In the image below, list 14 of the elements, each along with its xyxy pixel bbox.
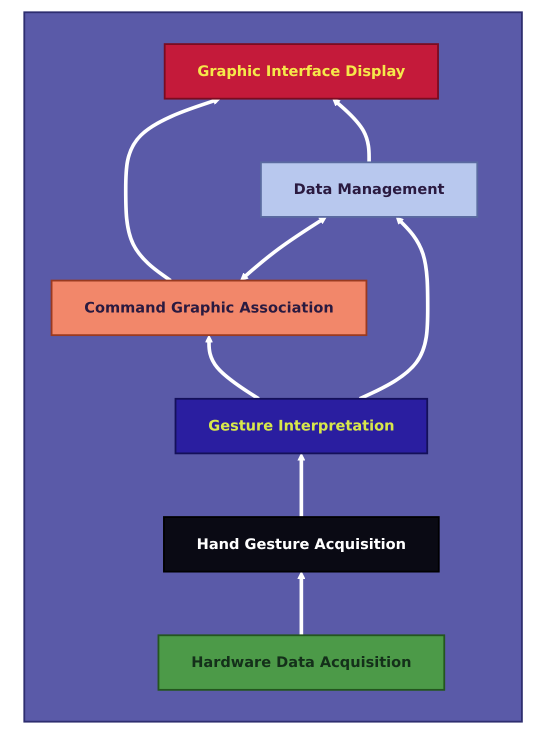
arrow <box>332 98 372 162</box>
arrow <box>205 334 260 400</box>
node-box: Data Management <box>260 161 479 218</box>
arrow <box>359 216 430 400</box>
node-box: Graphic Interface Display <box>164 43 440 100</box>
arrow <box>240 216 328 281</box>
cluster <box>24 11 524 723</box>
arrow <box>124 97 222 282</box>
arrow <box>298 571 306 636</box>
arrow <box>298 453 306 518</box>
node-box: Hardware Data Acquisition <box>158 634 446 691</box>
node-box: Gesture Interpretation <box>175 398 429 454</box>
node-box: Command Graphic Association <box>51 280 368 336</box>
node-box: Hand Gesture Acquisition <box>163 516 440 573</box>
